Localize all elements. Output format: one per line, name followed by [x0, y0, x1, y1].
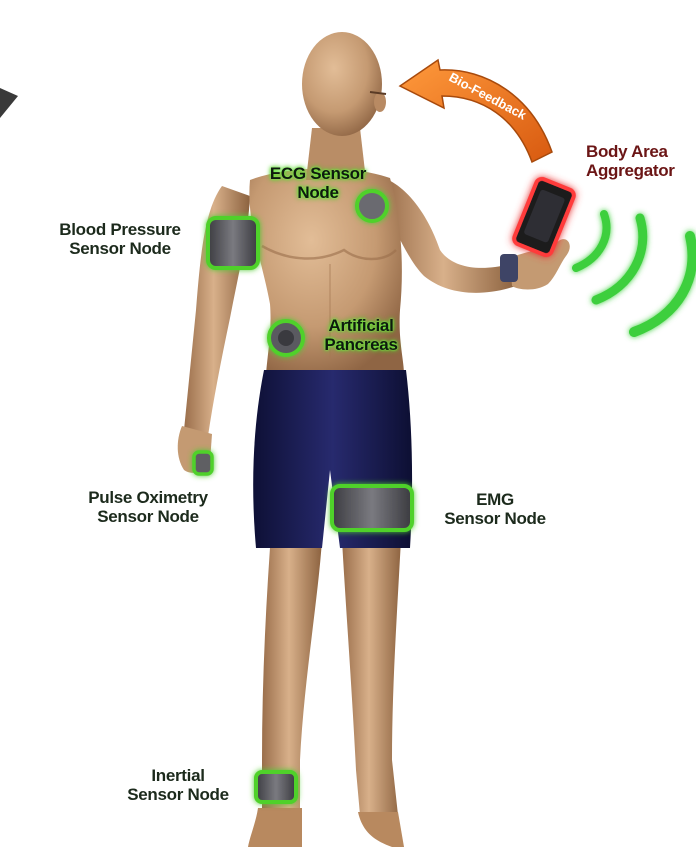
right-foot [248, 808, 302, 847]
emg-sensor-node-label: EMG Sensor Node [420, 490, 570, 528]
emg-sensor-node [332, 486, 412, 530]
inertial-sensor-node [256, 772, 296, 802]
body-area-aggregator-label: Body Area Aggregator [586, 142, 675, 180]
blood-pressure-sensor-node [208, 218, 258, 268]
ecg-sensor-node-label: ECG Sensor Node [248, 164, 388, 202]
left-leg [342, 520, 402, 815]
left-arm [384, 178, 516, 293]
pulse-oximetry-sensor-node [194, 452, 212, 474]
pulse-oximetry-sensor-node-label: Pulse Oximetry Sensor Node [58, 488, 238, 526]
inertial-sensor-node-label: Inertial Sensor Node [100, 766, 256, 804]
signal-waves-icon [576, 214, 692, 332]
artificial-pancreas-label: Artificial Pancreas [306, 316, 416, 354]
human-figure [178, 32, 570, 847]
head [302, 32, 382, 136]
bio-feedback-arrow-icon: Bio-Feedback [400, 60, 552, 162]
left-foot [358, 812, 404, 847]
right-leg [262, 520, 322, 810]
corner-wedge-icon [0, 88, 18, 118]
wrist-band [500, 254, 518, 282]
blood-pressure-sensor-node-label: Blood Pressure Sensor Node [30, 220, 210, 258]
